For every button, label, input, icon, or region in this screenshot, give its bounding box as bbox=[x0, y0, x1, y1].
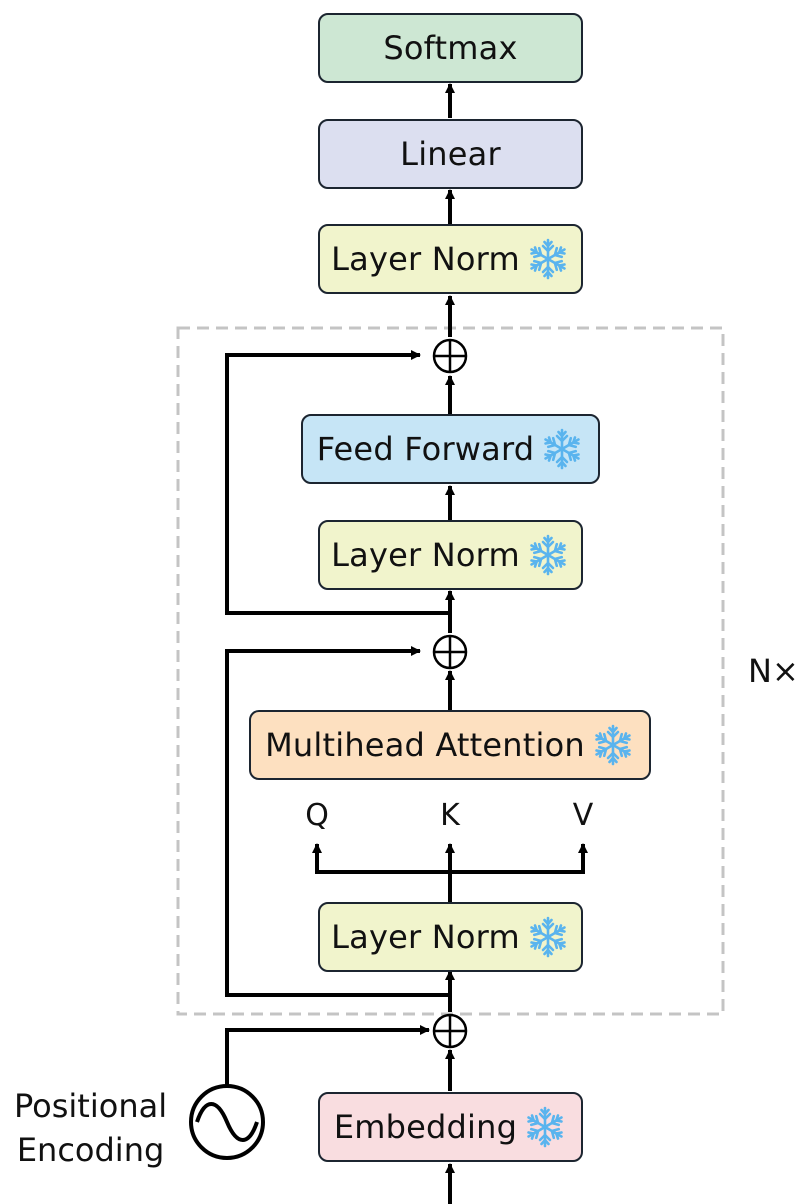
positional-add-icon bbox=[432, 1013, 468, 1049]
linear-block: Linear bbox=[318, 119, 583, 189]
multihead-attention-label: Multihead Attention bbox=[265, 726, 585, 764]
value-label: V bbox=[572, 798, 594, 833]
snowflake-icon bbox=[526, 915, 570, 959]
softmax-label: Softmax bbox=[383, 29, 518, 67]
positional-encoding-line-2: Encoding bbox=[16, 1131, 165, 1169]
residual-add-ffn-icon bbox=[432, 338, 468, 374]
snowflake-icon bbox=[591, 723, 635, 767]
snowflake-icon bbox=[526, 237, 570, 281]
attention-layer-norm-label: Layer Norm bbox=[331, 918, 520, 956]
residual-add-attention-icon bbox=[432, 634, 468, 670]
positional-encoding-label: Positional Encoding bbox=[14, 1084, 167, 1172]
key-label: K bbox=[440, 798, 460, 833]
residual-path-ffn bbox=[225, 350, 450, 615]
feed-forward-label: Feed Forward bbox=[316, 430, 535, 468]
embedding-label: Embedding bbox=[333, 1108, 518, 1146]
final-layer-norm-label: Layer Norm bbox=[331, 240, 520, 278]
multihead-attention-block: Multihead Attention bbox=[249, 710, 651, 780]
snowflake-icon bbox=[523, 1105, 567, 1149]
linear-label: Linear bbox=[400, 135, 501, 173]
positional-encoding-line-1: Positional bbox=[14, 1087, 168, 1125]
final-layer-norm-block: Layer Norm bbox=[318, 224, 583, 294]
repeat-count-label: N× bbox=[748, 652, 799, 690]
snowflake-icon bbox=[526, 533, 570, 577]
sine-wave-circle-icon bbox=[189, 1084, 265, 1160]
ffn-layer-norm-label: Layer Norm bbox=[331, 536, 520, 574]
snowflake-icon bbox=[540, 427, 584, 471]
ffn-layer-norm-block: Layer Norm bbox=[318, 520, 583, 590]
softmax-block: Softmax bbox=[318, 13, 583, 83]
embedding-block: Embedding bbox=[318, 1092, 583, 1162]
query-label: Q bbox=[305, 798, 329, 833]
arrow-positional-to-add bbox=[225, 1025, 430, 1085]
attention-layer-norm-block: Layer Norm bbox=[318, 902, 583, 972]
residual-path-attention bbox=[225, 646, 450, 997]
feed-forward-block: Feed Forward bbox=[301, 414, 600, 484]
